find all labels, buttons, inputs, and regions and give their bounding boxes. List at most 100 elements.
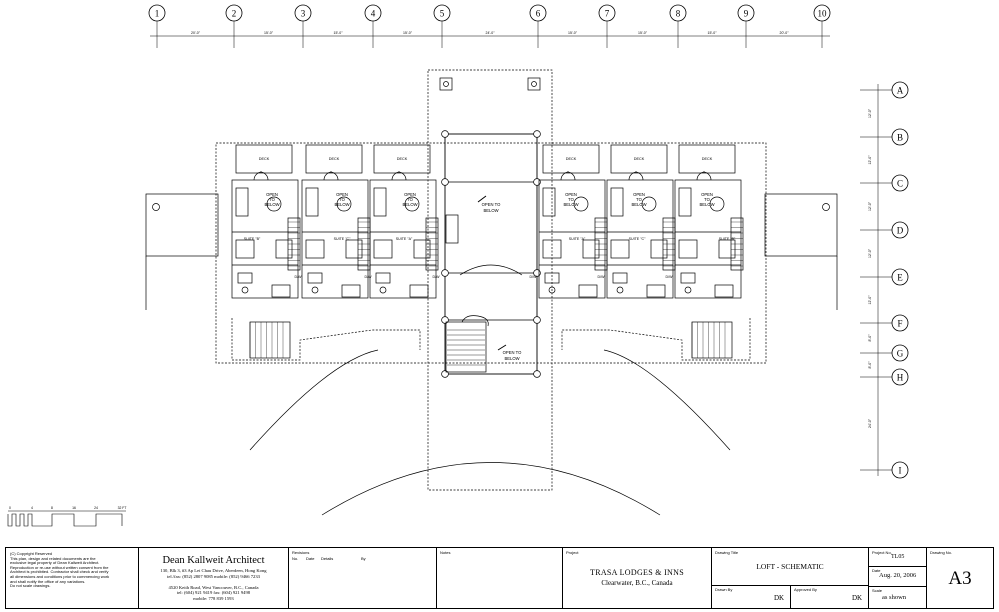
project-no: TL05 (891, 554, 905, 560)
column-mark (441, 178, 449, 186)
column-mark (443, 81, 449, 87)
bed (305, 239, 325, 259)
grid-bubble-row (891, 268, 909, 286)
open-to-below-label: OPEN (336, 192, 348, 197)
suite-unit (369, 144, 439, 299)
dw-label: D/W (295, 275, 303, 279)
open-to-below-label: TO (568, 197, 574, 202)
tub (646, 284, 666, 298)
copyright-line: (C) Copyright Reserved (10, 551, 53, 556)
suite-unit (606, 144, 676, 299)
open-to-below-label: OPEN (266, 192, 278, 197)
grid-label-col: 10 (818, 9, 828, 19)
dim-text-col: 15'-0" (334, 31, 344, 35)
lower-terrace-right (561, 318, 751, 361)
suite-a-label: SUITE "A" (396, 237, 413, 241)
toilet (311, 286, 319, 294)
cabinet (305, 187, 319, 217)
cabinet (542, 187, 556, 217)
copyright-line: Architect is prohibited. Contractor shal… (10, 569, 109, 575)
cabinet (235, 187, 249, 217)
dw-label: D/W (666, 275, 674, 279)
cabinet (373, 187, 387, 217)
suite-room (231, 179, 299, 299)
left-stair-block (249, 321, 291, 359)
vanity (307, 272, 323, 284)
door-swing (566, 171, 576, 181)
bed (610, 239, 630, 259)
tower-column (527, 77, 541, 91)
drawing-number: A3 (948, 568, 972, 589)
firm-address-line: tel./fax: (852) 2807 9085 mobile: (852) … (167, 573, 260, 579)
open-to-below-label: BELOW (563, 202, 578, 207)
revisions-col-no: No. (292, 556, 299, 561)
copyright-line: This plan, design and related documents … (10, 555, 96, 561)
project-cell: Project TRASA LODGES & INNS Clearwater, … (563, 548, 712, 608)
grid-label-col: 1 (155, 9, 160, 19)
table (641, 196, 657, 212)
copyright-line: Do not scale drawings. (10, 583, 51, 589)
driveway-curve (249, 349, 379, 451)
suite-a-label: SUITE "A" (569, 237, 586, 241)
grid-label-row: E (897, 272, 903, 282)
dim-text-row: 8'-0" (868, 334, 872, 342)
drawing-no-cell: Drawing No. A3 (927, 548, 993, 608)
grid-label-row: A (897, 85, 904, 95)
grid-label-col: 5 (440, 9, 445, 19)
suite-b-label: SUITE "B" (244, 237, 261, 241)
stair-landing (461, 315, 489, 327)
building-outline (215, 142, 767, 364)
lower-terrace-left (231, 318, 421, 361)
approved-by: DK (852, 594, 863, 602)
open-to-below-label: OPEN (633, 192, 645, 197)
firm-address-line: 4520 Keith Road, West Vancouver, B.C., C… (168, 584, 259, 590)
firm-address-line: 130, Blk 3, #3 Ap Lei Chau Drive, Aberde… (160, 568, 267, 573)
dw-label: D/W (598, 275, 606, 279)
copyright-line: Reproduction or re-use without written c… (10, 564, 109, 570)
open-to-below-label: TO (636, 197, 642, 202)
grid-bubble-row (891, 81, 909, 99)
door-swing (259, 171, 269, 181)
open-to-below-label: BELOW (264, 202, 279, 207)
deck-label: DECK (329, 157, 340, 161)
firm-address: 130, Blk 3, #3 Ap Lei Chau Drive, Aberde… (139, 568, 288, 602)
grid-label-col: 3 (301, 9, 306, 19)
column-mark (441, 269, 449, 277)
dim-text-row: 8'-0" (868, 361, 872, 369)
vanity (544, 272, 560, 284)
dim-text-col: 15'-0" (638, 31, 648, 35)
suite-unit (538, 144, 608, 299)
dim-text-col: 15'-0" (568, 31, 578, 35)
door-swing (329, 171, 339, 181)
grid-label-row: C (897, 178, 903, 188)
driveway-arc (321, 462, 661, 516)
door-swing (634, 171, 644, 181)
project-label: Project (566, 550, 579, 555)
scale-tick-label: 4 (31, 506, 33, 510)
table (573, 196, 589, 212)
scale-label: Scale (872, 588, 883, 593)
copyright-line: all dimensions and conditions prior to c… (10, 573, 110, 579)
column-mark (533, 130, 541, 138)
firm-address-line: mobile: 778 839 1593 (193, 595, 234, 601)
open-to-below-label: BELOW (334, 202, 349, 207)
scale-tick-label: 32 FT (118, 506, 127, 510)
grid-bubble-row (891, 344, 909, 362)
toilet (684, 286, 692, 294)
dim-text-col: 15'-0" (708, 31, 718, 35)
deck-label: DECK (702, 157, 713, 161)
scale-tick-label: 16 (72, 506, 76, 510)
bed (718, 239, 736, 259)
right-side-wing (764, 193, 838, 257)
main-stair (445, 321, 487, 373)
firm-name: Dean Kallweit Architect (162, 555, 265, 566)
tub (714, 284, 734, 298)
bed (413, 239, 431, 259)
table (709, 196, 725, 212)
dim-text-row: 12'-0" (868, 155, 872, 165)
